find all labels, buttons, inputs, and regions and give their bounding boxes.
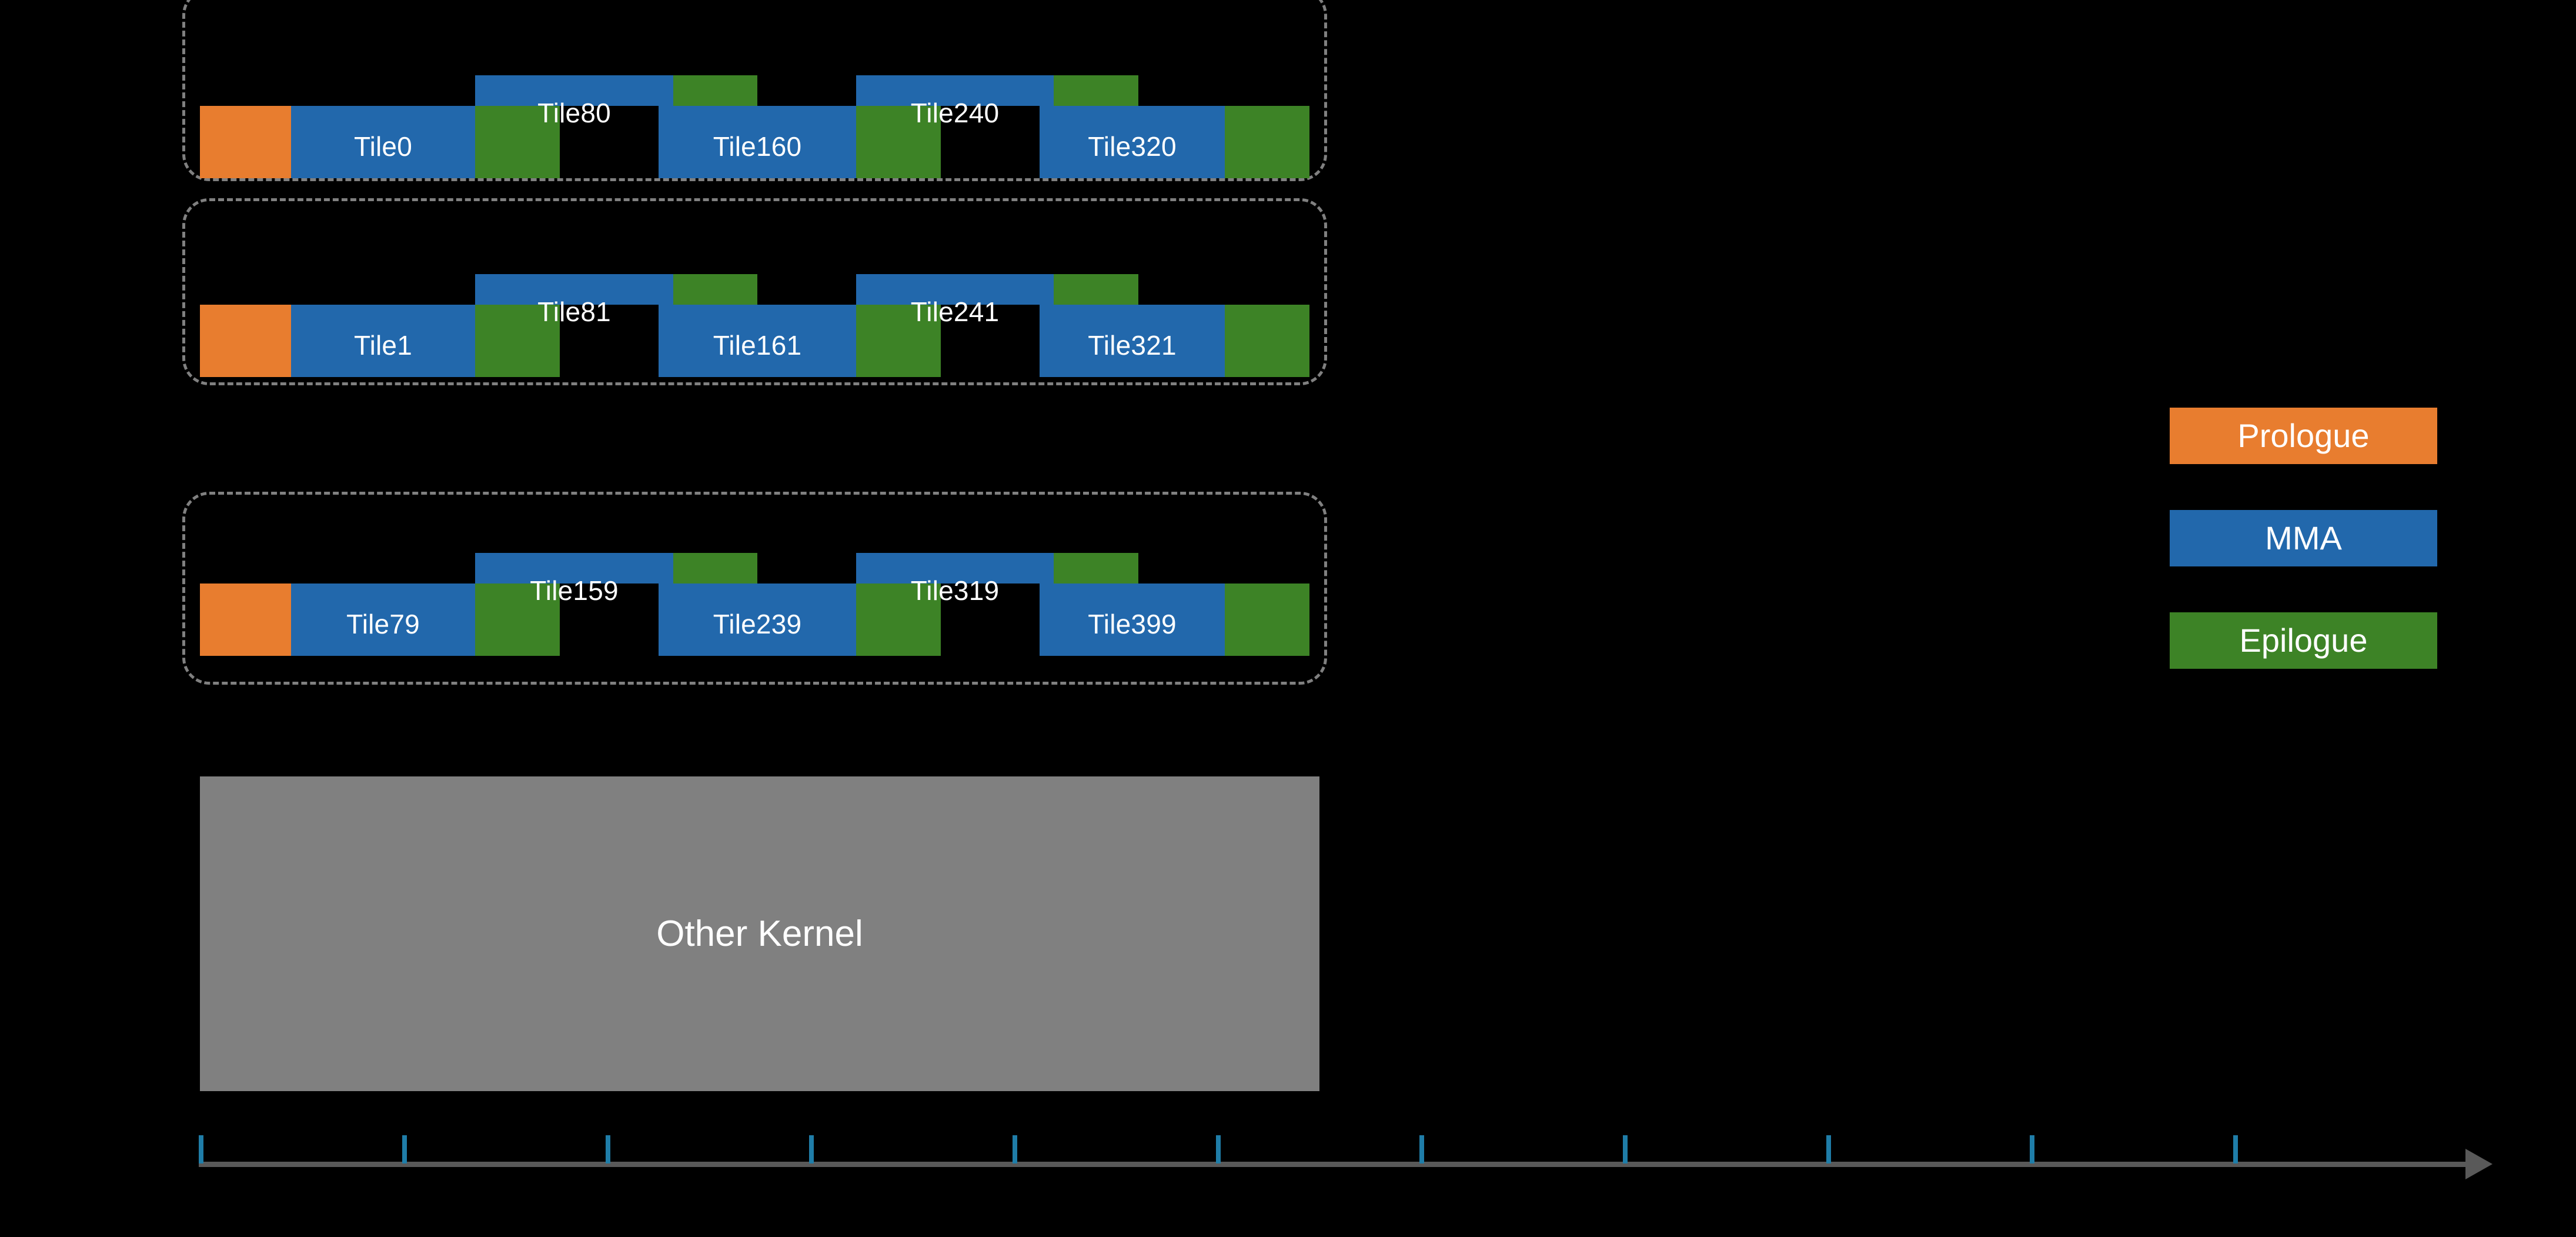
block-mma-tile0[interactable] (291, 106, 475, 178)
block-epilogue-upper-na[interactable] (673, 553, 757, 584)
block-prologue-0[interactable] (200, 106, 291, 178)
block-mma-tile161[interactable] (659, 305, 856, 377)
block-epilogue-lower-1b[interactable] (856, 305, 941, 377)
block-mma-tile241[interactable] (856, 274, 1054, 305)
axis-right-arrow-icon (2465, 1149, 2493, 1179)
block-prologue-n[interactable] (200, 584, 291, 656)
axis-tick-4 (1013, 1135, 1017, 1163)
block-mma-tile321[interactable] (1040, 305, 1225, 377)
block-epilogue-upper-0b[interactable] (1054, 75, 1138, 106)
block-epilogue-upper-nb[interactable] (1054, 553, 1138, 584)
axis-tick-0 (199, 1135, 203, 1163)
axis-tick-8 (1826, 1135, 1831, 1163)
other-kernel-label: Other Kernel (656, 913, 863, 954)
block-prologue-1[interactable] (200, 305, 291, 377)
block-mma-tile1[interactable] (291, 305, 475, 377)
axis-tick-5 (1216, 1135, 1221, 1163)
axis-tick-2 (606, 1135, 610, 1163)
block-epilogue-lower-0c[interactable] (1225, 106, 1309, 178)
axis-tick-6 (1419, 1135, 1424, 1163)
block-mma-tile319[interactable] (856, 553, 1054, 584)
axis-tick-9 (2030, 1135, 2034, 1163)
legend-item-mma[interactable]: MMA (2170, 510, 2437, 566)
legend-label-epilogue: Epilogue (2239, 622, 2368, 659)
block-mma-tile160[interactable] (659, 106, 856, 178)
block-epilogue-upper-1a[interactable] (673, 274, 757, 305)
legend-item-prologue[interactable]: Prologue (2170, 408, 2437, 464)
legend-label-mma: MMA (2265, 519, 2342, 556)
block-epilogue-lower-1a[interactable] (475, 305, 560, 377)
block-epilogue-upper-1b[interactable] (1054, 274, 1138, 305)
axis-tick-7 (1623, 1135, 1628, 1163)
axis-tick-1 (402, 1135, 407, 1163)
block-mma-tile239[interactable] (659, 584, 856, 656)
block-epilogue-lower-0a[interactable] (475, 106, 560, 178)
block-mma-tile80[interactable] (475, 75, 673, 106)
block-epilogue-lower-nb[interactable] (856, 584, 941, 656)
axis-tick-3 (809, 1135, 814, 1163)
block-epilogue-lower-nc[interactable] (1225, 584, 1309, 656)
block-mma-tile79[interactable] (291, 584, 475, 656)
axis-tick-10 (2233, 1135, 2238, 1163)
block-epilogue-lower-na[interactable] (475, 584, 560, 656)
block-epilogue-upper-0a[interactable] (673, 75, 757, 106)
block-epilogue-lower-1c[interactable] (1225, 305, 1309, 377)
legend-item-epilogue[interactable]: Epilogue (2170, 612, 2437, 669)
other-kernel-block[interactable]: Other Kernel (200, 776, 1319, 1091)
legend-label-prologue: Prologue (2237, 417, 2370, 454)
block-mma-tile81[interactable] (475, 274, 673, 305)
axis-line (199, 1162, 2465, 1167)
block-mma-tile320[interactable] (1040, 106, 1225, 178)
block-mma-tile240[interactable] (856, 75, 1054, 106)
block-mma-tile159[interactable] (475, 553, 673, 584)
block-mma-tile399[interactable] (1040, 584, 1225, 656)
block-epilogue-lower-0b[interactable] (856, 106, 941, 178)
